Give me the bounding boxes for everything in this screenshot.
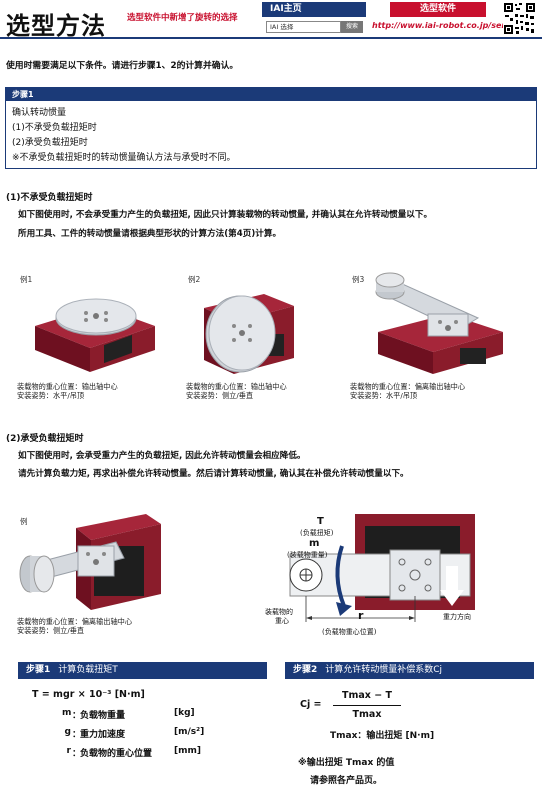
var-symbol: g	[64, 727, 71, 737]
actuator-offset-arm-illustration	[375, 272, 503, 374]
var-desc: 负载物重量	[80, 711, 126, 721]
step1-line: ※不承受负载扭矩时的转动惯量确认方法与承受时不同。	[12, 153, 236, 163]
tmax-note: 请参照各产品页。	[310, 776, 383, 786]
cj-numerator: Tmax − T	[342, 690, 392, 701]
selection-software-link[interactable]: 选型软件	[390, 2, 486, 17]
example3-label: 例3	[352, 275, 365, 284]
step1-heading: 步骤1	[6, 88, 536, 101]
diagram-mass-label: (装载物重量)	[287, 551, 328, 559]
load-torque-diagram	[289, 514, 475, 622]
var-unit: [mm]	[174, 746, 201, 756]
tmax-note: ※输出扭矩 Tmax 的值	[298, 758, 395, 768]
tmax-definition: Tmax：输出扭矩 [N·m]	[330, 731, 435, 741]
actuator-horizontal-illustration	[35, 298, 155, 372]
diagram-gravity-label: 重力方向	[443, 613, 471, 621]
section1-text: 如下图使用时, 不会承受重力产生的负载扭矩, 因此只计算装载物的转动惯量, 并确…	[18, 210, 433, 220]
calc-step1-title: 计算负载扭矩T	[58, 665, 118, 675]
diagram-torque-label: (负载扭矩)	[300, 529, 334, 537]
step1-line: (2)承受负载扭矩时	[12, 138, 88, 148]
var-unit: [kg]	[174, 708, 195, 718]
diagram-radius-label: (负载物重心位置)	[322, 628, 377, 636]
section2-text: 如下图使用时, 会承受重力产生的负载扭矩, 因此允许转动惯量会相应降低。	[18, 451, 306, 461]
example2-caption: 安装姿势：侧立/垂直	[186, 391, 254, 400]
diagram-radius-symbol: r	[358, 609, 364, 622]
cj-denominator: Tmax	[352, 709, 382, 720]
diagram-torque-symbol: T	[317, 516, 324, 527]
example4-caption: 安装姿势：侧立/垂直	[17, 626, 85, 635]
calc-step2-bar: 步骤2 计算允许转动惯量补偿系数Cj	[285, 662, 534, 679]
step1-line: (1)不承受负载扭矩时	[12, 123, 97, 133]
fraction-line	[333, 705, 401, 706]
var-symbol: r	[66, 746, 71, 756]
torque-formula: T = mgr × 10⁻³ [N·m]	[32, 689, 145, 700]
search-button[interactable]: 搜索	[341, 21, 363, 33]
step1-line: 确认转动惯量	[12, 108, 67, 118]
intro-text: 使用时需要满足以下条件。请进行步骤1、2的计算并确认。	[6, 61, 239, 71]
diagram-mass-symbol: m	[309, 538, 320, 549]
example4-label: 例	[20, 517, 28, 526]
tagline: 选型软件中新增了旋转的选择	[127, 13, 238, 23]
section2-text: 请先计算负载力矩, 再求出补偿允许转动惯量。然后请计算转动惯量, 确认其在补偿允…	[18, 469, 409, 479]
calc-step1-bar: 步骤1 计算负载扭矩T	[18, 662, 267, 679]
diagram-cog-label: 重心	[275, 617, 289, 625]
cj-symbol: Cj =	[300, 699, 322, 710]
iai-home-link[interactable]: IAI主页	[262, 2, 366, 17]
calc-step2-label: 步骤2	[293, 665, 318, 675]
var-desc: 重力加速度	[80, 730, 126, 740]
var-unit: [m/s²]	[174, 727, 205, 737]
actuator-side-arm-illustration	[19, 514, 161, 610]
section1-text: 所用工具、工件的转动惯量请根据典型形状的计算方法(第4页)计算。	[18, 229, 282, 239]
var-symbol: m	[62, 708, 72, 718]
example1-caption: 装载物的重心位置：输出轴中心	[17, 382, 118, 391]
example1-caption: 安装姿势：水平/吊顶	[17, 391, 85, 400]
example2-caption: 装载物的重心位置：输出轴中心	[186, 382, 287, 391]
step1-box: 步骤1 确认转动惯量 (1)不承受负载扭矩时 (2)承受负载扭矩时 ※不承受负载…	[5, 87, 537, 169]
page-title: 选型方法	[6, 12, 106, 40]
search-input[interactable]: IAI 选择	[266, 21, 341, 33]
example3-caption: 安装姿势：水平/吊顶	[350, 391, 418, 400]
software-url[interactable]: http://www.iai-robot.co.jp/sentei/	[372, 21, 523, 30]
example3-caption: 装载物的重心位置：偏离输出轴中心	[350, 382, 466, 391]
section1-title: (1)不承受负载扭矩时	[6, 193, 93, 203]
example1-label: 例1	[20, 275, 33, 284]
diagram-cog-label: 装载物的	[265, 608, 293, 616]
example4-caption: 装载物的重心位置：偏离输出轴中心	[17, 617, 133, 626]
var-desc: 负载物的重心位置	[80, 749, 153, 759]
calc-step1-label: 步骤1	[26, 665, 51, 675]
calc-step2-title: 计算允许转动惯量补偿系数Cj	[325, 665, 443, 675]
section2-title: (2)承受负载扭矩时	[6, 434, 84, 444]
qr-code-icon	[503, 2, 536, 35]
header-divider	[0, 37, 542, 39]
example2-label: 例2	[188, 275, 201, 284]
actuator-vertical-illustration	[204, 294, 294, 374]
